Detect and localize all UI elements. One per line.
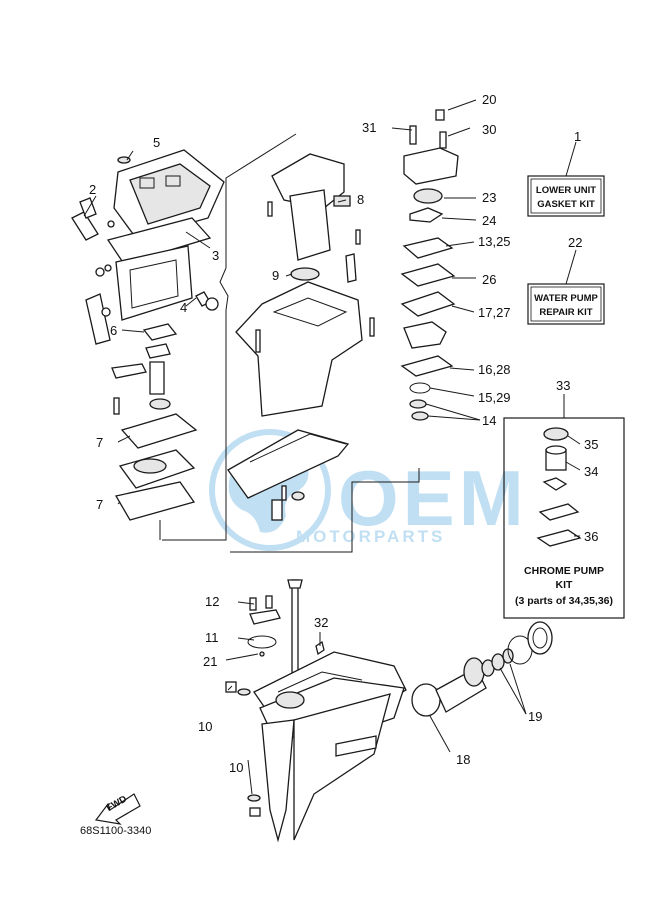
leader-lines (83, 99, 581, 795)
callout-3: 3 (212, 248, 219, 263)
callout-18: 18 (456, 752, 470, 767)
lower-unit-gasket-kit-label: LOWER UNIT GASKET KIT (527, 175, 605, 217)
group-bracket-lines (159, 133, 420, 553)
callout-7b: 7 (96, 497, 103, 512)
fwd-arrow-icon: FWD (94, 793, 141, 825)
callout-35: 35 (584, 437, 598, 452)
callout-11: 11 (205, 630, 219, 645)
callout-12: 12 (205, 594, 219, 609)
callout-31: 31 (362, 120, 376, 135)
callout-1: 1 (574, 129, 581, 144)
callout-4: 4 (180, 300, 187, 315)
callout-10a: 10 (198, 719, 212, 734)
callout-30: 30 (482, 122, 496, 137)
lower-unit-kit-line-2: GASKET KIT (537, 199, 595, 210)
water-pump-kit-line-1: WATER PUMP (534, 293, 598, 304)
callout-24: 24 (482, 213, 496, 228)
callout-6: 6 (110, 323, 117, 338)
callout-33: 33 (556, 378, 570, 393)
diagram-code: 68S1100-3340 (80, 825, 151, 837)
water-pump-kit-line-2: REPAIR KIT (539, 307, 592, 318)
lower-gearcase-assembly (225, 579, 553, 843)
water-pump-repair-kit-label: WATER PUMP REPAIR KIT (527, 283, 605, 325)
callout-7a: 7 (96, 435, 103, 450)
chrome-pump-kit-line-2: KIT (556, 579, 574, 591)
callout-15-29: 15,29 (478, 390, 511, 405)
chrome-pump-kit-parts (536, 427, 582, 547)
callout-23: 23 (482, 190, 496, 205)
callout-16-28: 16,28 (478, 362, 511, 377)
callout-19: 19 (528, 709, 542, 724)
upper-casing-center (227, 153, 375, 521)
callout-34: 34 (584, 464, 598, 479)
callout-14: 14 (482, 413, 496, 428)
callout-22: 22 (568, 235, 582, 250)
chrome-pump-kit-line-1: CHROME PUMP (524, 565, 604, 577)
callout-36: 36 (584, 529, 598, 544)
callout-32: 32 (314, 615, 328, 630)
callout-9: 9 (272, 268, 279, 283)
chrome-pump-kit-line-3: (3 parts of 34,35,36) (515, 595, 613, 607)
callout-26: 26 (482, 272, 496, 287)
callout-10b: 10 (229, 760, 243, 775)
watermark-brand: OEM (338, 454, 528, 542)
callout-21: 21 (203, 654, 217, 669)
upper-casing-assembly (71, 149, 225, 521)
callout-numbers: 1 2 3 4 5 6 7 7 8 9 10 10 11 12 13,25 14… (89, 92, 598, 775)
callout-17-27: 17,27 (478, 305, 511, 320)
water-pump-stack (400, 109, 459, 421)
watermark-sub: MOTORPARTS (296, 527, 445, 546)
callout-5: 5 (153, 135, 160, 150)
watermark-globe-icon (209, 429, 331, 551)
callout-2: 2 (89, 182, 96, 197)
lower-unit-kit-line-1: LOWER UNIT (536, 185, 596, 196)
callout-13-25: 13,25 (478, 234, 511, 249)
callout-20: 20 (482, 92, 496, 107)
callout-8: 8 (357, 192, 364, 207)
